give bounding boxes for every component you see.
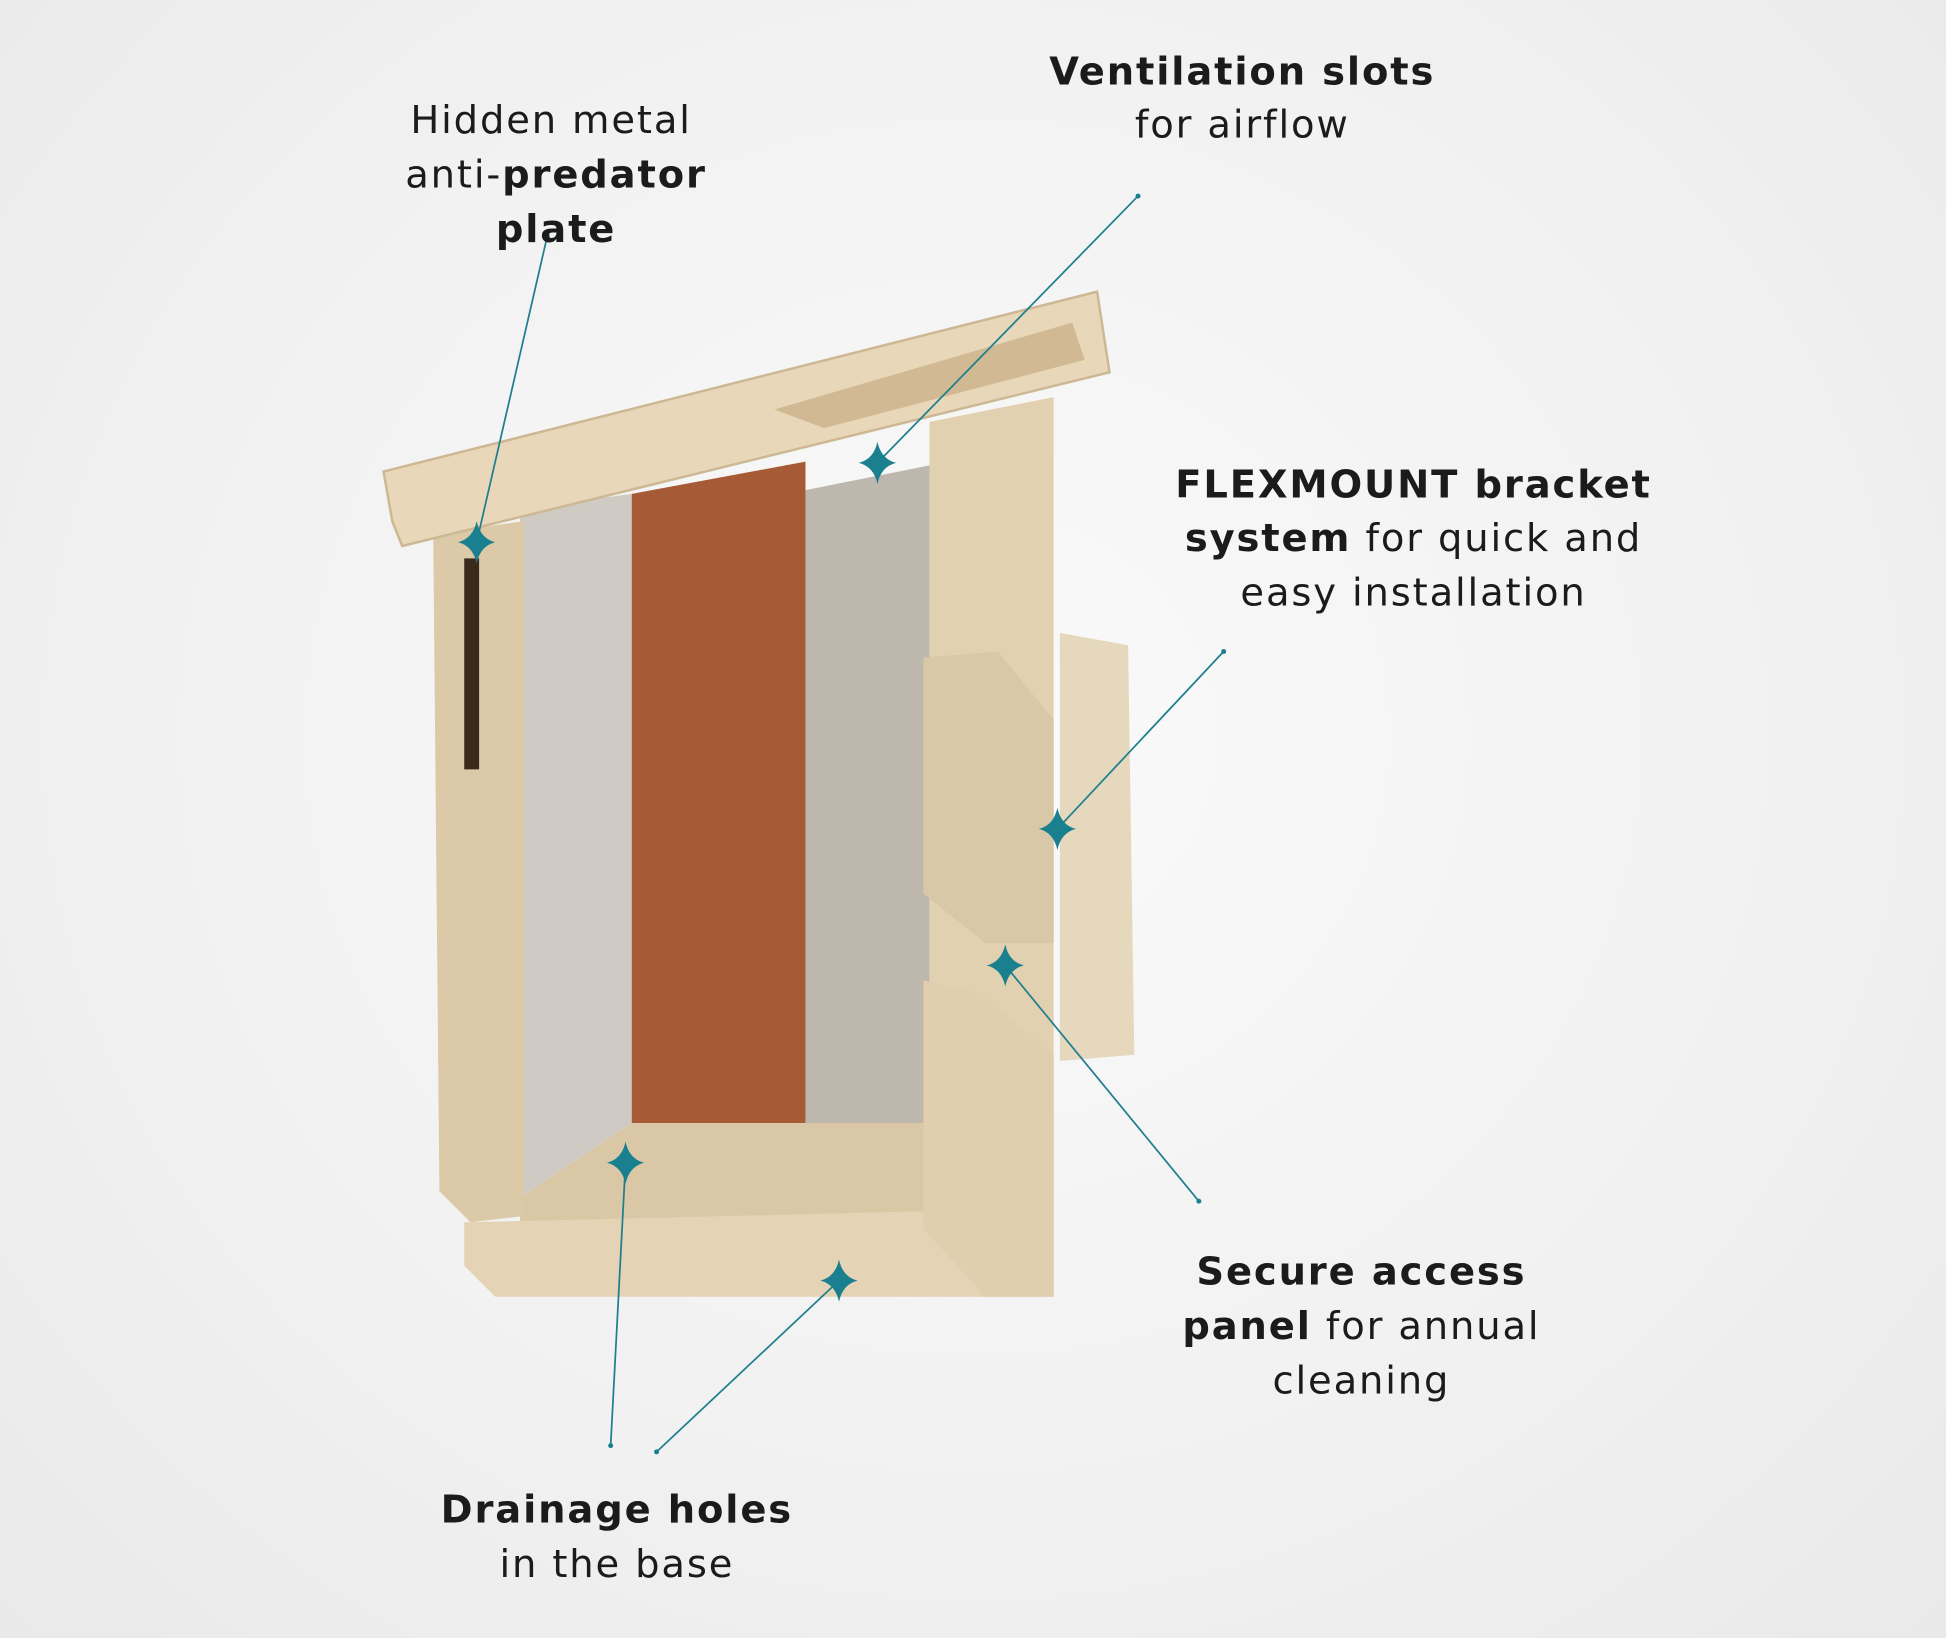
flexmount-bracket-block bbox=[923, 651, 1054, 944]
leader-end-dot bbox=[1135, 193, 1141, 199]
star-icon bbox=[986, 944, 1024, 987]
callout-line: in the base bbox=[499, 1542, 734, 1587]
roof-dark-grain bbox=[774, 322, 1085, 429]
leader-end-dot bbox=[1196, 1198, 1202, 1204]
callout-line: easy installation bbox=[1240, 571, 1586, 616]
callout-flexmount: FLEXMOUNT bracket system for quick and e… bbox=[1175, 463, 1652, 616]
marker-stars bbox=[458, 193, 1227, 1455]
leader-end-dot bbox=[654, 1449, 660, 1455]
roof bbox=[382, 290, 1111, 548]
callout-line: anti-predator bbox=[405, 152, 707, 197]
floor bbox=[520, 1123, 980, 1223]
leader-end-dot bbox=[544, 233, 550, 239]
back-wall-gray-left bbox=[520, 493, 632, 1198]
star-icon bbox=[1038, 807, 1076, 851]
callout-line: plate bbox=[496, 207, 616, 252]
leader-end-dot bbox=[608, 1443, 614, 1449]
left-side-post bbox=[433, 521, 524, 1223]
star-icon bbox=[858, 441, 897, 484]
callout-line: Secure access bbox=[1196, 1249, 1526, 1294]
back-wall-gray-right bbox=[805, 465, 930, 1124]
callout-drainage: Drainage holes in the base bbox=[441, 1488, 793, 1588]
star-icon bbox=[606, 1141, 645, 1184]
callout-line: Hidden metal bbox=[410, 98, 691, 143]
leader-flexmount bbox=[1056, 650, 1225, 830]
callout-line: Ventilation slots bbox=[1049, 49, 1435, 94]
birdhouse bbox=[382, 290, 1135, 1297]
callout-access-panel: Secure access panel for annual cleaning bbox=[1182, 1249, 1540, 1404]
leader-anti-predator bbox=[475, 235, 549, 543]
leader-drainage-2 bbox=[655, 1279, 840, 1453]
callout-line: cleaning bbox=[1273, 1359, 1451, 1404]
access-panel bbox=[923, 980, 1054, 1297]
leader-lines bbox=[475, 195, 1225, 1453]
callout-ventilation: Ventilation slots for airflow bbox=[1049, 49, 1435, 148]
callout-anti-predator: Hidden metal anti-predator plate bbox=[405, 98, 707, 252]
star-icon bbox=[820, 1259, 858, 1302]
base-front bbox=[464, 1209, 986, 1297]
leader-drainage-1 bbox=[609, 1162, 627, 1446]
star-icon bbox=[458, 521, 496, 564]
leader-ventilation bbox=[876, 195, 1139, 464]
back-wall-red bbox=[631, 461, 806, 1124]
mount-plate bbox=[1059, 632, 1135, 1061]
callout-line: for airflow bbox=[1135, 103, 1350, 148]
callout-line: system for quick and bbox=[1185, 516, 1642, 561]
callout-line: panel for annual bbox=[1182, 1304, 1540, 1349]
callout-line: FLEXMOUNT bracket bbox=[1175, 463, 1652, 508]
leader-access-panel bbox=[1004, 964, 1200, 1202]
callout-line: Drainage holes bbox=[441, 1488, 793, 1533]
metal-plate-strip bbox=[464, 558, 480, 770]
leader-end-dot bbox=[1221, 648, 1227, 654]
